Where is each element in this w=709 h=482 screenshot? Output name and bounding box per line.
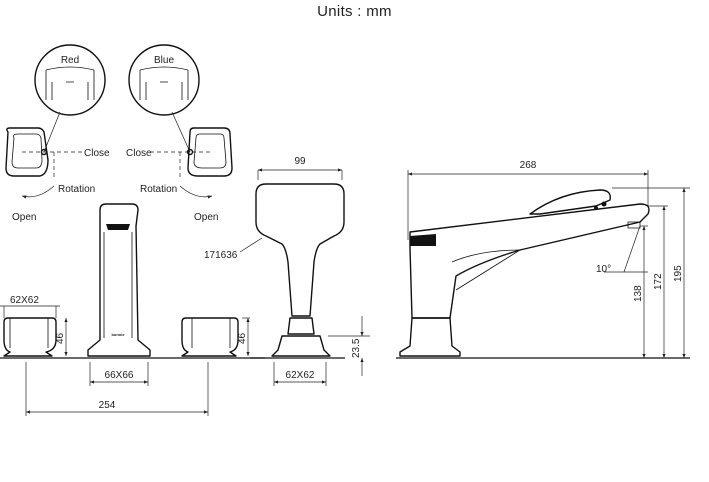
hand-shower-view: 99 171636 62X62 23.5 — [204, 156, 370, 386]
side-angle-dim: 10° — [596, 264, 611, 275]
left-handle-base-dim: 62X62 — [10, 295, 39, 306]
shower-width-dim: 99 — [294, 156, 306, 167]
right-detail-circle — [128, 44, 200, 116]
left-handle-front-view: 62X62 46 — [0, 295, 68, 357]
left-detail-circle — [34, 44, 106, 116]
left-handle-top-view: Red Close Rotation Open — [5, 44, 110, 223]
left-rotation-label: Rotation — [58, 184, 95, 195]
spacing-dimension: 254 — [25, 362, 209, 416]
right-handle-front-view: 46 — [181, 317, 250, 357]
right-handle-body — [187, 127, 233, 177]
units-title: Units : mm — [317, 3, 392, 20]
shower-base-dim: 62X62 — [286, 370, 315, 381]
height-mid-dim: 172 — [653, 273, 664, 290]
right-close-label: Close — [126, 148, 152, 159]
spout-to-handle-dim: 46 — [237, 332, 248, 344]
left-handle-body — [5, 127, 49, 177]
right-rotation-label: Rotation — [140, 184, 177, 195]
height-low-dim: 138 — [633, 285, 644, 302]
spacing-dim: 254 — [99, 400, 116, 411]
right-open-label: Open — [194, 212, 218, 223]
handle-height-dim: 46 — [55, 332, 66, 344]
spout-front-view: bonnie 66X66 — [87, 203, 151, 386]
spout-side-view: 268 10° 138 172 195 — [396, 160, 690, 359]
shower-base-height-dim: 23.5 — [351, 338, 362, 358]
height-total-dim: 195 — [673, 265, 684, 282]
right-handle-color-label: Blue — [154, 55, 174, 66]
shower-part-number: 171636 — [204, 250, 238, 261]
side-length-dim: 268 — [520, 160, 537, 171]
spout-base-dim: 66X66 — [105, 370, 134, 381]
spout-brand-mark: bonnie — [111, 332, 125, 337]
left-handle-color-label: Red — [61, 55, 79, 66]
left-open-label: Open — [12, 212, 36, 223]
lever-handle — [529, 189, 611, 215]
right-handle-top-view: Blue Close Rotation Open — [126, 44, 233, 223]
left-close-label: Close — [84, 148, 110, 159]
